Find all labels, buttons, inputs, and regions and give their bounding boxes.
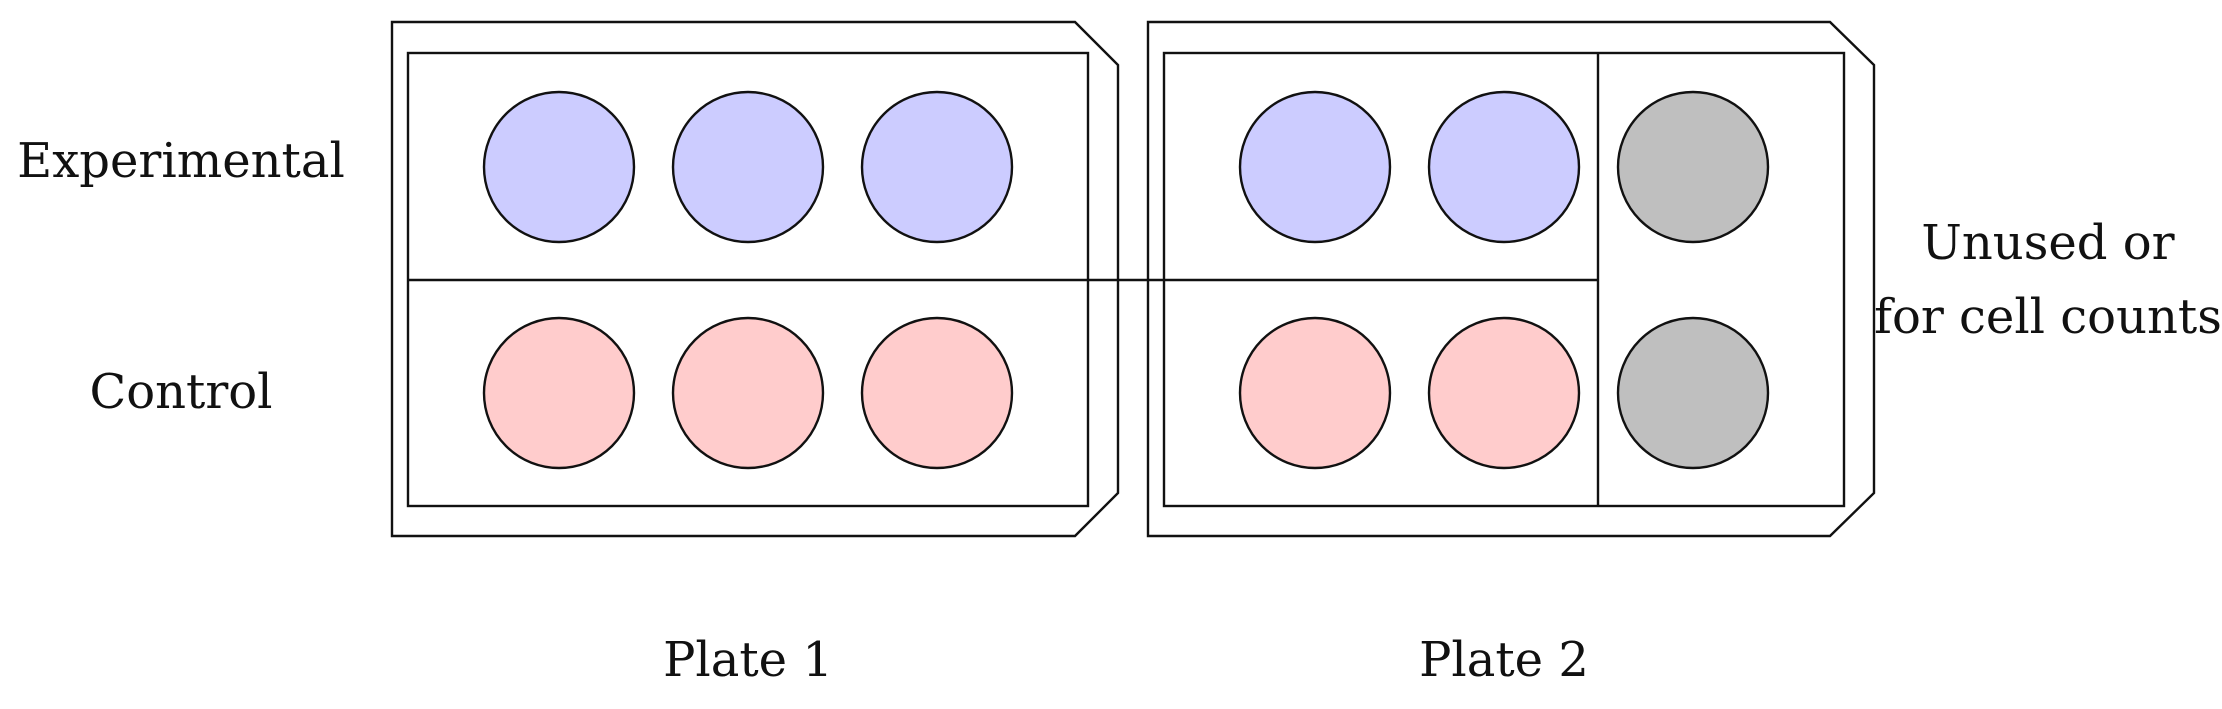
- plate-2-well-b1: [1238, 316, 1392, 470]
- plate-1-well-a2: [671, 90, 825, 244]
- plate-1-well-b3: [860, 316, 1014, 470]
- plate-2-well-a2: [1427, 90, 1581, 244]
- plate-1-frame: [390, 20, 1120, 538]
- plate-2-well-b3: [1616, 316, 1770, 470]
- row-label-control: Control: [89, 364, 272, 420]
- plate-2-well-b2: [1427, 316, 1581, 470]
- plate-1-well-b1: [482, 316, 636, 470]
- plate-2-well-a1: [1238, 90, 1392, 244]
- plate-1-well-a3: [860, 90, 1014, 244]
- side-note-line-1: Unused or: [1921, 215, 2174, 271]
- plate-2-frame: [1146, 20, 1876, 538]
- side-note-line-2: for cell counts: [1874, 289, 2222, 345]
- plate-2-well-a3: [1616, 90, 1770, 244]
- plate-1-label: Plate 1: [663, 632, 833, 688]
- plate-1-well-b2: [671, 316, 825, 470]
- plate-2-label: Plate 2: [1419, 632, 1589, 688]
- plate-1-well-a1: [482, 90, 636, 244]
- row-label-experimental: Experimental: [17, 133, 345, 189]
